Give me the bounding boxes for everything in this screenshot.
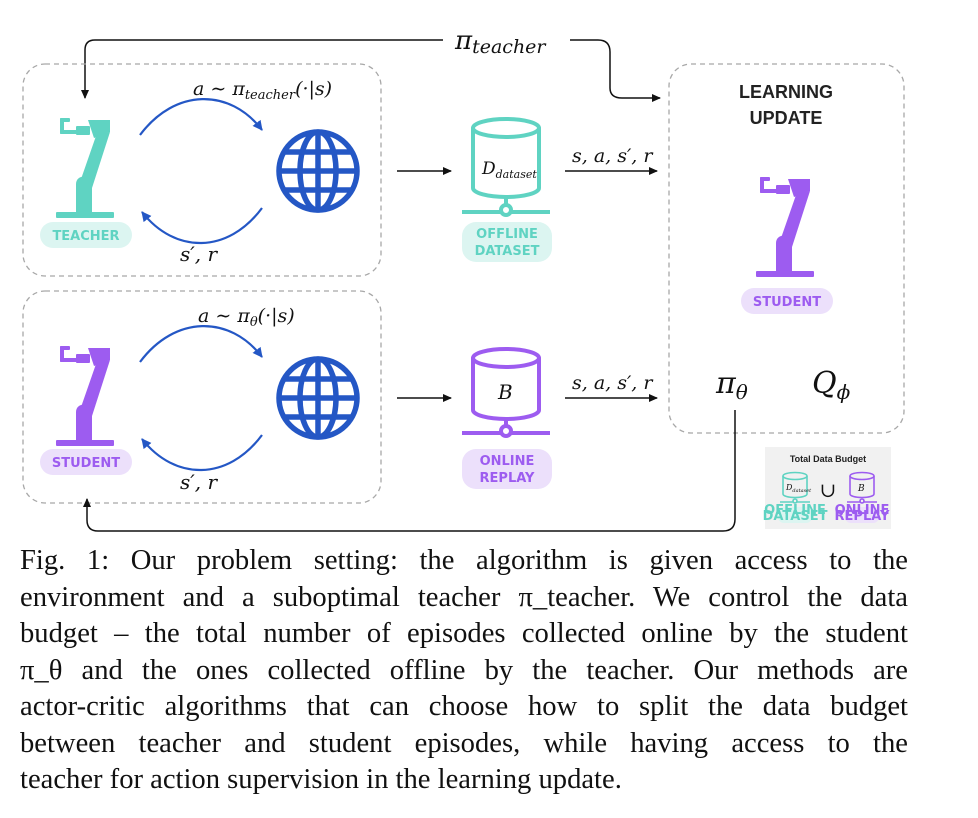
online-database-icon <box>462 347 550 438</box>
policy-symbol: πθ <box>715 366 748 404</box>
caption-line-6: between teacher and student episodes, wh… <box>20 727 908 759</box>
learning-update-title-line2: UPDATE <box>750 108 823 128</box>
student-feedback-arrow <box>141 434 263 472</box>
student-robot-arm-icon <box>56 346 114 446</box>
inset-offline-symbol: Ddataset <box>785 483 812 494</box>
update-student-pill-label: STUDENT <box>753 295 821 310</box>
inset-union-symbol: ∪ <box>820 478 837 502</box>
teacher-pill-label: TEACHER <box>52 229 119 244</box>
teacher-feedback-arrow <box>141 207 263 245</box>
teacher-feedback-label: s′, r <box>180 242 219 266</box>
top-teacher-policy-label: πteacher <box>454 26 547 58</box>
inset-online-pill-line1: ONLINE <box>835 503 890 518</box>
caption-line-3: budget – the total number of episodes co… <box>20 618 908 649</box>
inset-offline-pill <box>778 507 812 523</box>
learning-update-box: LEARNING UPDATE STUDENT πθ Qϕ <box>668 63 905 434</box>
caption-line-5: actor-critic algorithms that can choose … <box>20 691 908 722</box>
policy-feedback-arrow <box>83 410 736 532</box>
learning-update-title-line1: LEARNING <box>739 82 833 102</box>
inset-online-symbol: B <box>857 484 865 494</box>
caption-line-1: Fig. 1: Our problem setting: the algorit… <box>20 545 908 576</box>
problem-setting-diagram: πteacher a ∼ πteacher(·|s) TEACHER s′, r… <box>22 26 905 532</box>
update-student-pill <box>741 288 833 314</box>
inset-online-database-icon <box>847 471 877 504</box>
offline-dataset: Ddataset OFFLINE DATASET <box>462 117 552 262</box>
caption-line-4: π_θ and the ones collected offline by th… <box>20 654 908 686</box>
inset-online-pill-line2: REPLAY <box>835 509 891 524</box>
teacher-pill <box>40 222 132 248</box>
dataset-transition-label: s, a, s′, r <box>572 145 654 167</box>
teacher-action-label: a ∼ πteacher(·|s) <box>193 78 332 103</box>
offline-pill-line2: DATASET <box>475 244 540 259</box>
inset-offline-pill-line1: OFFLINE <box>764 503 826 518</box>
offline-database-icon <box>462 117 550 217</box>
online-pill-line1: ONLINE <box>480 454 535 469</box>
teacher-policy-arrow <box>81 39 661 102</box>
teacher-robot-arm-icon <box>56 118 114 218</box>
student-globe-icon <box>279 359 357 437</box>
teacher-box: a ∼ πteacher(·|s) TEACHER s′, r <box>22 63 382 277</box>
caption-line-7: teacher for action supervision in the le… <box>20 764 622 795</box>
student-action-arrow <box>139 325 263 363</box>
online-replay: B ONLINE REPLAY <box>462 347 552 489</box>
student-pill-label: STUDENT <box>52 456 120 471</box>
total-data-budget-inset: Total Data Budget Ddataset ∪ B OFFLINE D… <box>763 447 891 529</box>
online-pill-line2: REPLAY <box>480 471 536 486</box>
teacher-action-arrow <box>139 98 263 136</box>
update-student-robot-arm-icon <box>756 177 814 277</box>
teacher-globe-icon <box>279 132 357 210</box>
student-feedback-label: s′, r <box>180 470 219 494</box>
replay-transition-label: s, a, s′, r <box>572 372 654 394</box>
online-replay-symbol: B <box>497 380 513 404</box>
student-action-label: a ∼ πθ(·|s) <box>198 305 295 330</box>
student-pill <box>40 449 132 475</box>
offline-dataset-pill <box>462 222 552 262</box>
offline-dataset-symbol: Ddataset <box>481 159 537 181</box>
online-replay-pill <box>462 449 552 489</box>
figure-caption: Fig. 1: Our problem setting: the algorit… <box>20 543 908 799</box>
inset-offline-pill-line2: DATASET <box>763 509 828 524</box>
offline-pill-line1: OFFLINE <box>476 227 538 242</box>
caption-line-2: environment and a suboptimal teacher π_t… <box>20 581 908 613</box>
student-box: a ∼ πθ(·|s) STUDENT s′, r <box>22 290 382 504</box>
inset-offline-database-icon <box>780 471 810 504</box>
critic-symbol: Qϕ <box>812 366 851 404</box>
inset-title: Total Data Budget <box>790 454 866 464</box>
inset-online-pill <box>845 507 879 523</box>
